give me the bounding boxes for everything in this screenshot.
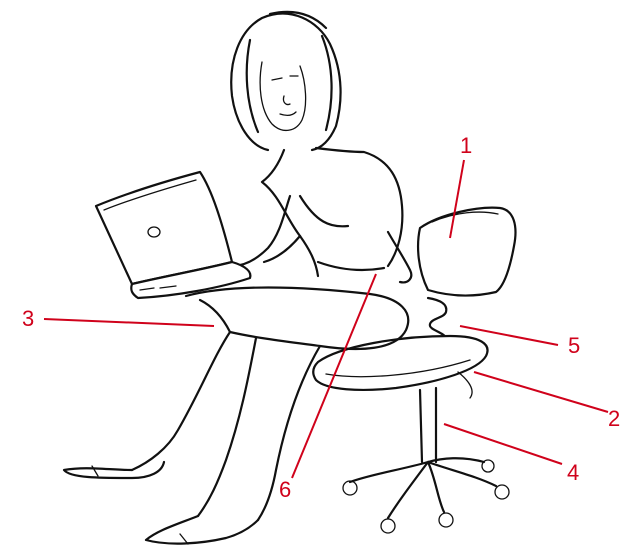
callout-1: 1 — [460, 133, 472, 158]
chair-base — [350, 458, 496, 518]
chair-backrest — [418, 208, 515, 296]
leader-2 — [474, 372, 608, 412]
callout-3: 3 — [22, 306, 34, 331]
callout-labels: 1 2 3 4 5 6 — [22, 133, 620, 502]
woman-legs — [132, 288, 408, 521]
callout-4: 4 — [567, 460, 579, 485]
woman-torso — [262, 148, 402, 276]
callout-2: 2 — [608, 406, 620, 431]
callout-5: 5 — [568, 333, 580, 358]
chair-gas-column — [420, 388, 436, 462]
woman-face — [260, 62, 305, 130]
laptop — [96, 172, 250, 298]
leader-3 — [44, 319, 214, 326]
callout-6: 6 — [279, 477, 291, 502]
woman-arm — [232, 196, 300, 266]
woman-shoes — [64, 462, 258, 544]
woman-hair — [231, 12, 340, 150]
office-chair — [313, 208, 515, 533]
